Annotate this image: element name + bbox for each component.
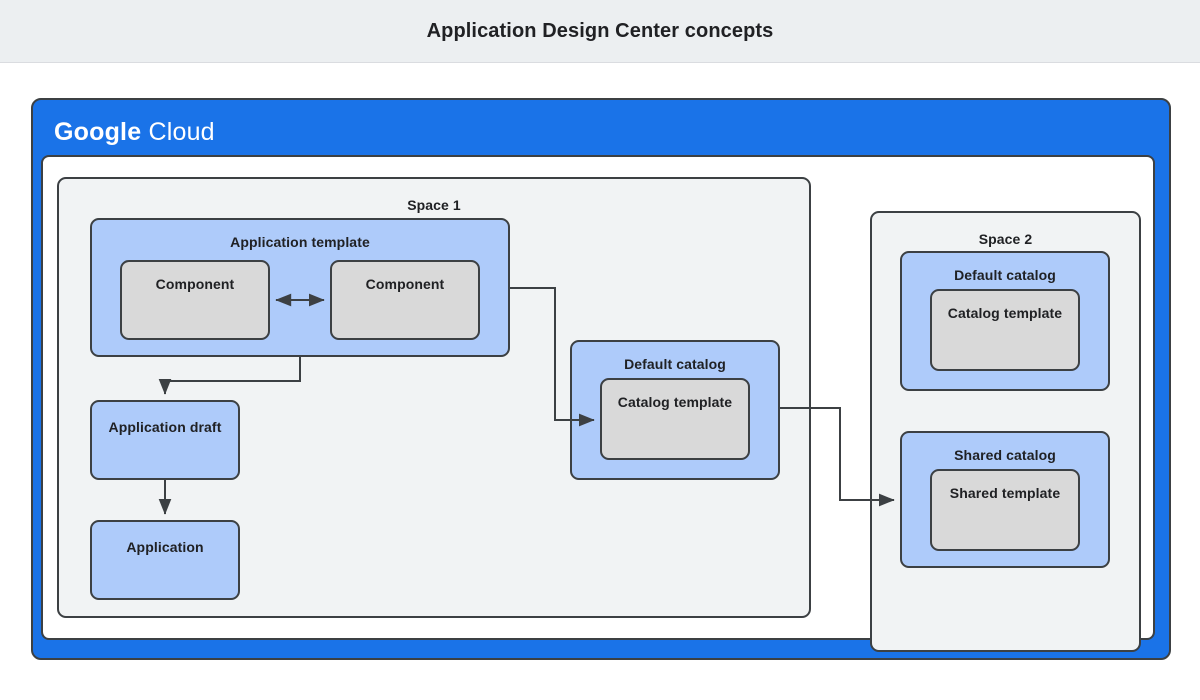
diagram-canvas: Google Cloud Space 1 Application templat… (0, 63, 1200, 700)
application-template-label: Application template (230, 234, 370, 250)
space-2-label: Space 2 (978, 231, 1033, 247)
application-draft-label: Application draft (108, 419, 222, 435)
space-1-label: Space 1 (407, 197, 461, 213)
catalog-template-label-space-1: Catalog template (617, 394, 733, 410)
shared-template-label: Shared template (949, 485, 1061, 501)
catalog-template-label-space-2: Catalog template (947, 305, 1063, 321)
component-box-1[interactable]: Component (120, 260, 270, 340)
component-label-1: Component (155, 276, 235, 292)
catalog-template-box-space-1[interactable]: Catalog template (600, 378, 750, 460)
google-cloud-logo: Google Cloud (54, 118, 215, 147)
shared-catalog-label: Shared catalog (954, 447, 1056, 463)
header-bar: Application Design Center concepts (0, 0, 1200, 63)
page-title: Application Design Center concepts (426, 20, 774, 42)
application-label: Application (126, 539, 204, 555)
component-box-2[interactable]: Component (330, 260, 480, 340)
application-draft-box[interactable]: Application draft (90, 400, 240, 480)
google-cloud-logo-primary: Google (54, 118, 142, 146)
default-catalog-label-space-1: Default catalog (624, 356, 726, 372)
application-box[interactable]: Application (90, 520, 240, 600)
google-cloud-logo-secondary: Cloud (148, 118, 215, 146)
default-catalog-label-space-2: Default catalog (954, 267, 1056, 283)
component-label-2: Component (365, 276, 445, 292)
catalog-template-box-space-2[interactable]: Catalog template (930, 289, 1080, 371)
shared-template-box[interactable]: Shared template (930, 469, 1080, 551)
